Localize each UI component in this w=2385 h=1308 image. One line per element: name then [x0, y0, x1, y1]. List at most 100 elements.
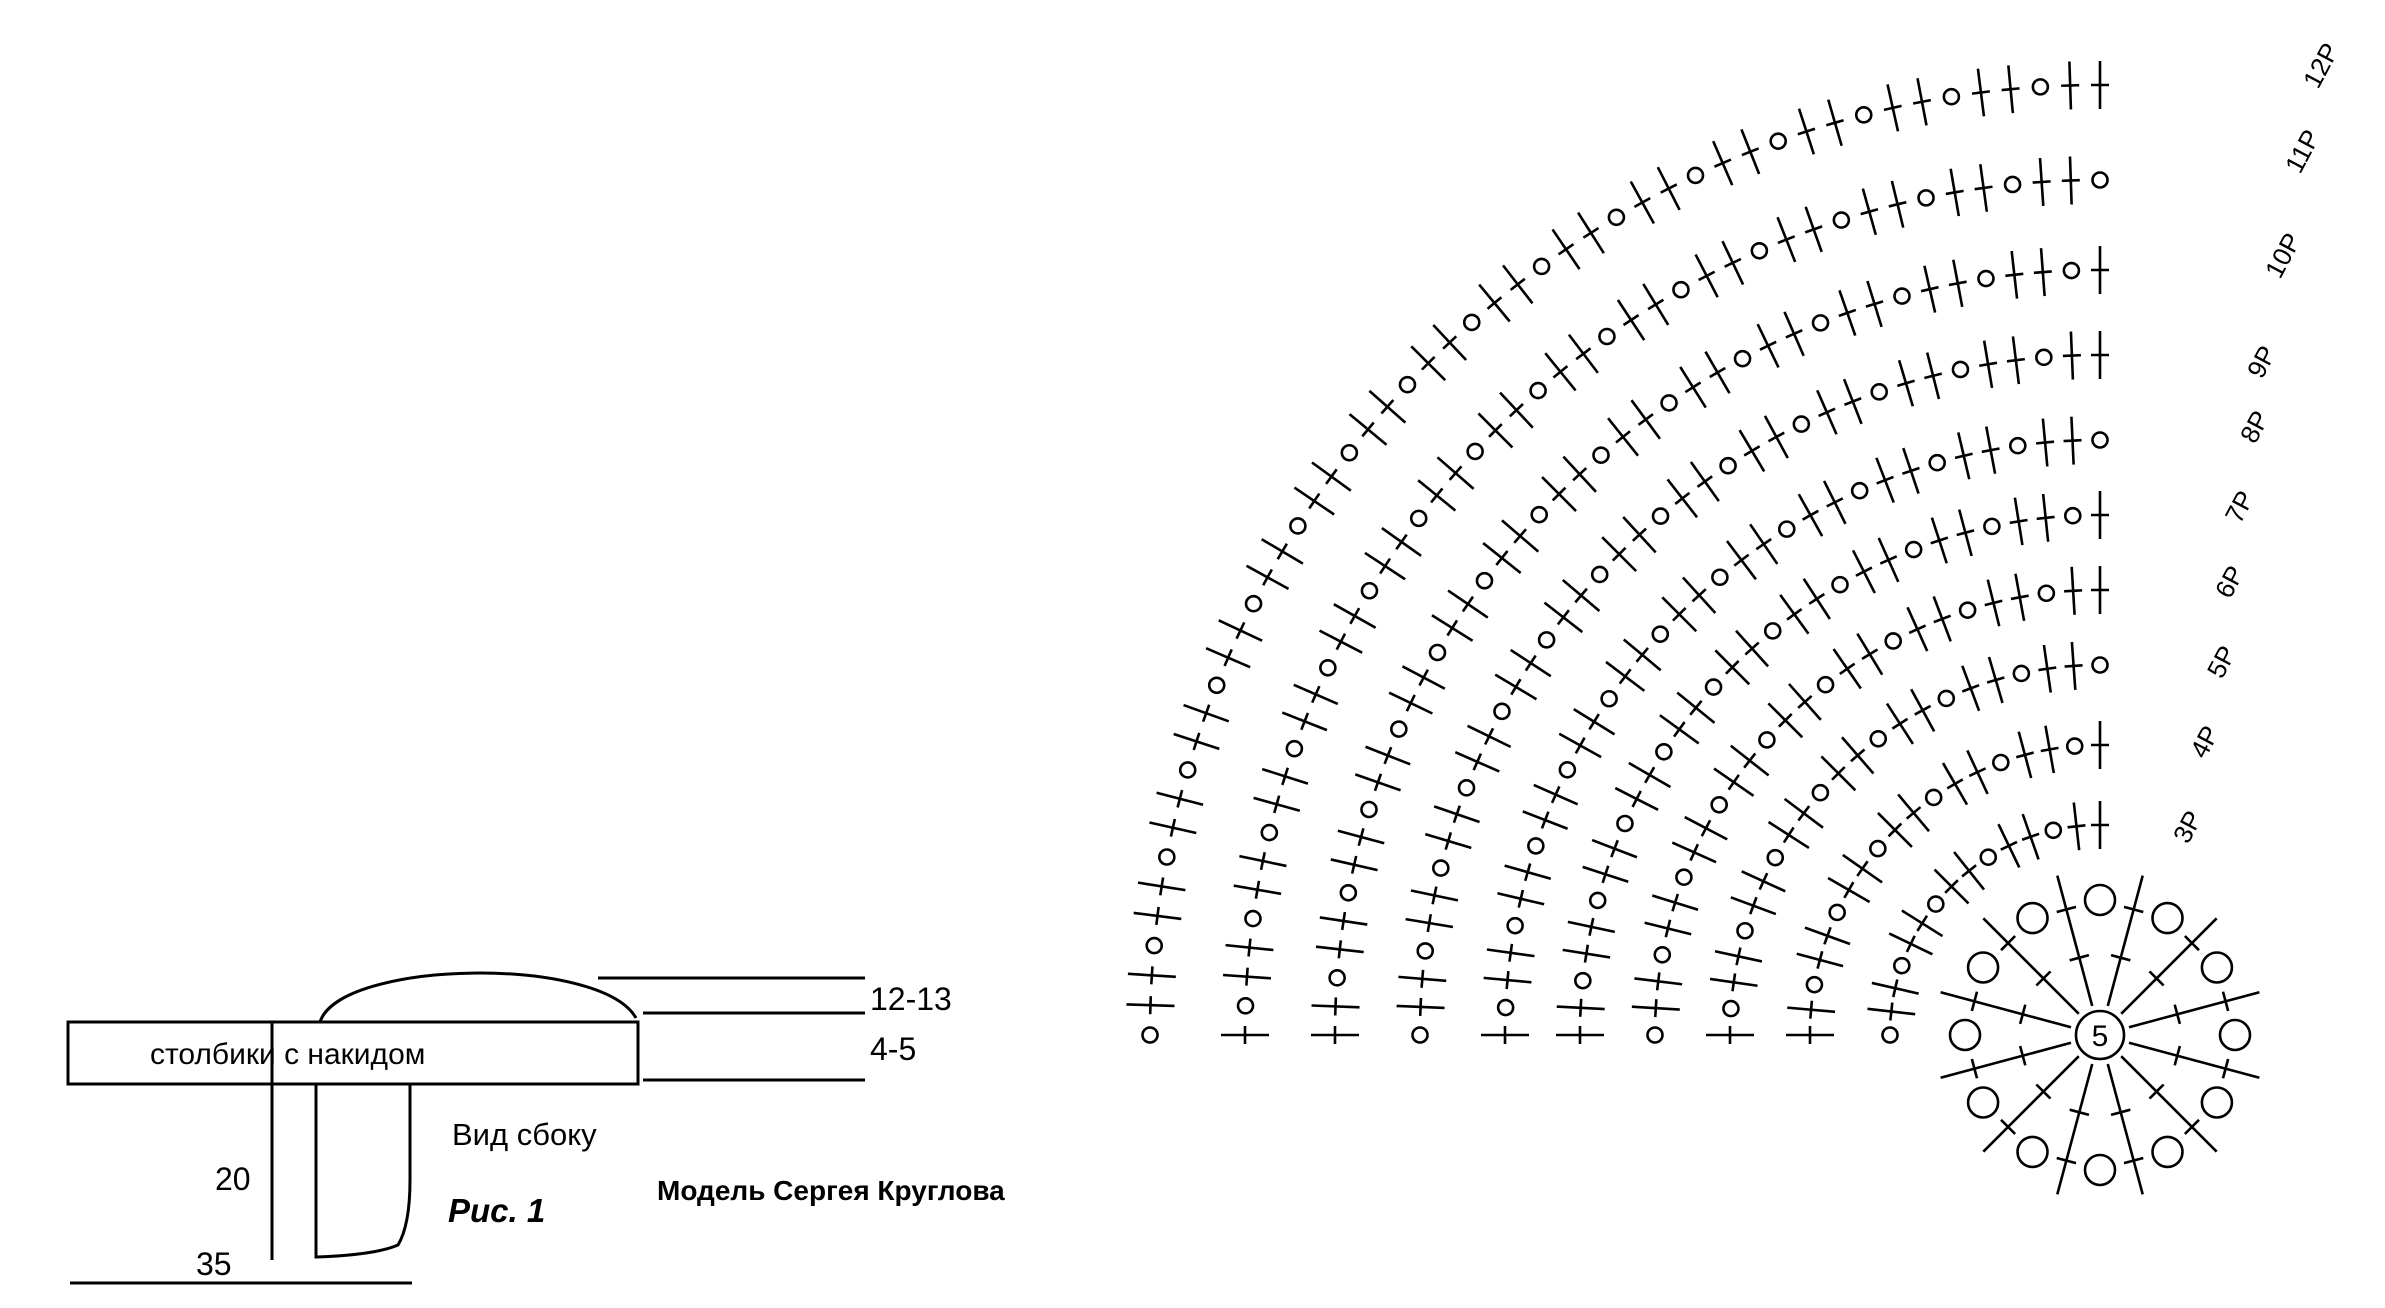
- chain-stitch: [1319, 658, 1337, 677]
- chain-stitch: [1816, 675, 1835, 694]
- chain-stitch: [1493, 702, 1511, 721]
- chain-stitch: [1462, 313, 1481, 332]
- stitch-tick: [1578, 998, 1583, 1017]
- stitch-tick: [2069, 1108, 2090, 1117]
- stitch-tick: [1618, 668, 1632, 685]
- chain-stitch: [1398, 375, 1417, 394]
- stitch-tick: [1905, 935, 1916, 953]
- stitch-tick: [1340, 911, 1347, 931]
- stitch-tick: [1622, 314, 1640, 327]
- row-label: 9P: [2241, 341, 2282, 383]
- stitch-tick: [1876, 475, 1894, 485]
- stitch-tick: [1839, 662, 1856, 675]
- stitch-tick: [1930, 536, 1949, 545]
- stitch-tick: [1383, 746, 1393, 765]
- stitch-tick: [1888, 200, 1907, 208]
- stitch-tick: [1509, 277, 1526, 291]
- chain-stitch: [1236, 997, 1255, 1015]
- center-ray-stitch: [2106, 875, 2144, 1007]
- stitch-tick: [1689, 843, 1700, 862]
- stitch-tick: [1483, 727, 1495, 746]
- stitch-tick: [1672, 721, 1686, 738]
- stitch-tick: [1713, 158, 1732, 168]
- chain-stitch: [1928, 453, 1946, 472]
- chain-stitch: [1651, 507, 1670, 525]
- chain-stitch: [1285, 739, 1304, 758]
- stitch-tick: [2062, 353, 2081, 358]
- chain-stitch: [1646, 1026, 1664, 1044]
- stitch-tick: [2064, 588, 2083, 593]
- center-ray-stitch: [2120, 1055, 2218, 1153]
- stitch-tick: [1767, 431, 1785, 443]
- dim-12-13-label: 12-13: [870, 981, 952, 1017]
- center-rays: [1940, 875, 2260, 1195]
- stitch-tick: [1431, 886, 1438, 905]
- center-ray-stitch: [2056, 875, 2094, 1007]
- stitch-tick: [1574, 736, 1586, 754]
- stitch-tick: [1588, 713, 1600, 731]
- chain-stitch: [1854, 106, 1873, 124]
- stitch-tick: [1961, 864, 1977, 878]
- inner-chain-ring: [1948, 883, 2252, 1187]
- stitch-tick: [1361, 421, 1375, 438]
- chain-stitch: [1766, 848, 1785, 867]
- stitch-tick: [2033, 270, 2052, 275]
- stitch-tick: [1510, 678, 1522, 696]
- chain-stitch: [1660, 394, 1678, 412]
- stitch-tick: [1575, 347, 1592, 361]
- chain-stitch: [2012, 664, 2031, 683]
- stitch-tick: [2056, 1156, 2077, 1165]
- stitch-tick: [1418, 997, 1423, 1016]
- stitch-tick: [1426, 913, 1433, 933]
- chain-stitch: [1992, 753, 2010, 772]
- chain-stitch: [1457, 779, 1476, 797]
- stitch-tick: [1508, 403, 1524, 418]
- chain-stitch: [1653, 945, 1672, 964]
- chain-stitch: [1574, 971, 1592, 990]
- stitch-tick: [1945, 189, 1964, 196]
- stitch-tick: [1442, 335, 1458, 350]
- stitch-tick: [1655, 972, 1661, 991]
- stitch-tick: [1743, 445, 1761, 457]
- stitch-tick: [2036, 440, 2055, 445]
- chain-stitch: [1672, 280, 1690, 299]
- stitch-tick: [1785, 329, 1803, 339]
- chain-stitch: [1360, 800, 1378, 819]
- stitch-tick: [2067, 824, 2086, 829]
- stitch-tick: [1818, 407, 1836, 418]
- stitch-tick: [2000, 840, 2018, 851]
- stitch-tick: [1674, 491, 1691, 505]
- stitch-tick: [1588, 917, 1595, 936]
- chain-loop-large: [2016, 901, 2049, 935]
- stitch-tick: [1856, 860, 1869, 877]
- stitch-tick: [2123, 1156, 2144, 1165]
- chain-stitch: [1927, 895, 1945, 913]
- stitch-tick: [1418, 668, 1430, 687]
- stitch-tick: [1615, 430, 1631, 444]
- stitch-tick: [2148, 1083, 2165, 1100]
- center-ray-stitch: [1940, 991, 2072, 1029]
- stitch-tick: [1891, 979, 1899, 998]
- stitch-tick: [1797, 694, 1813, 709]
- chain-stitch: [1750, 241, 1769, 260]
- chain-loop-large: [2083, 883, 2117, 917]
- center-ray-stitch: [2056, 1063, 2094, 1195]
- stitch-tick: [1631, 527, 1647, 542]
- chain-stitch: [2035, 348, 2053, 367]
- chain-stitch: [1530, 505, 1549, 524]
- stitch-tick: [1552, 365, 1569, 379]
- stitch-tick: [1891, 717, 1909, 730]
- chain-stitch: [1390, 720, 1408, 738]
- stitch-tick: [2018, 1004, 2027, 1025]
- chain-stitch: [2044, 821, 2063, 840]
- stitch-tick: [1664, 919, 1672, 938]
- stitch-tick: [1804, 225, 1823, 234]
- stitch-tick: [1896, 379, 1915, 388]
- chain-loop-large: [2200, 1086, 2234, 1119]
- chain-stitch: [1178, 761, 1197, 779]
- stitch-tick: [1758, 872, 1769, 891]
- chain-stitch: [1850, 481, 1869, 500]
- stitch-tick: [2018, 1045, 2027, 1066]
- stitch-tick: [1883, 104, 1902, 112]
- stitch-tick: [2064, 664, 2083, 668]
